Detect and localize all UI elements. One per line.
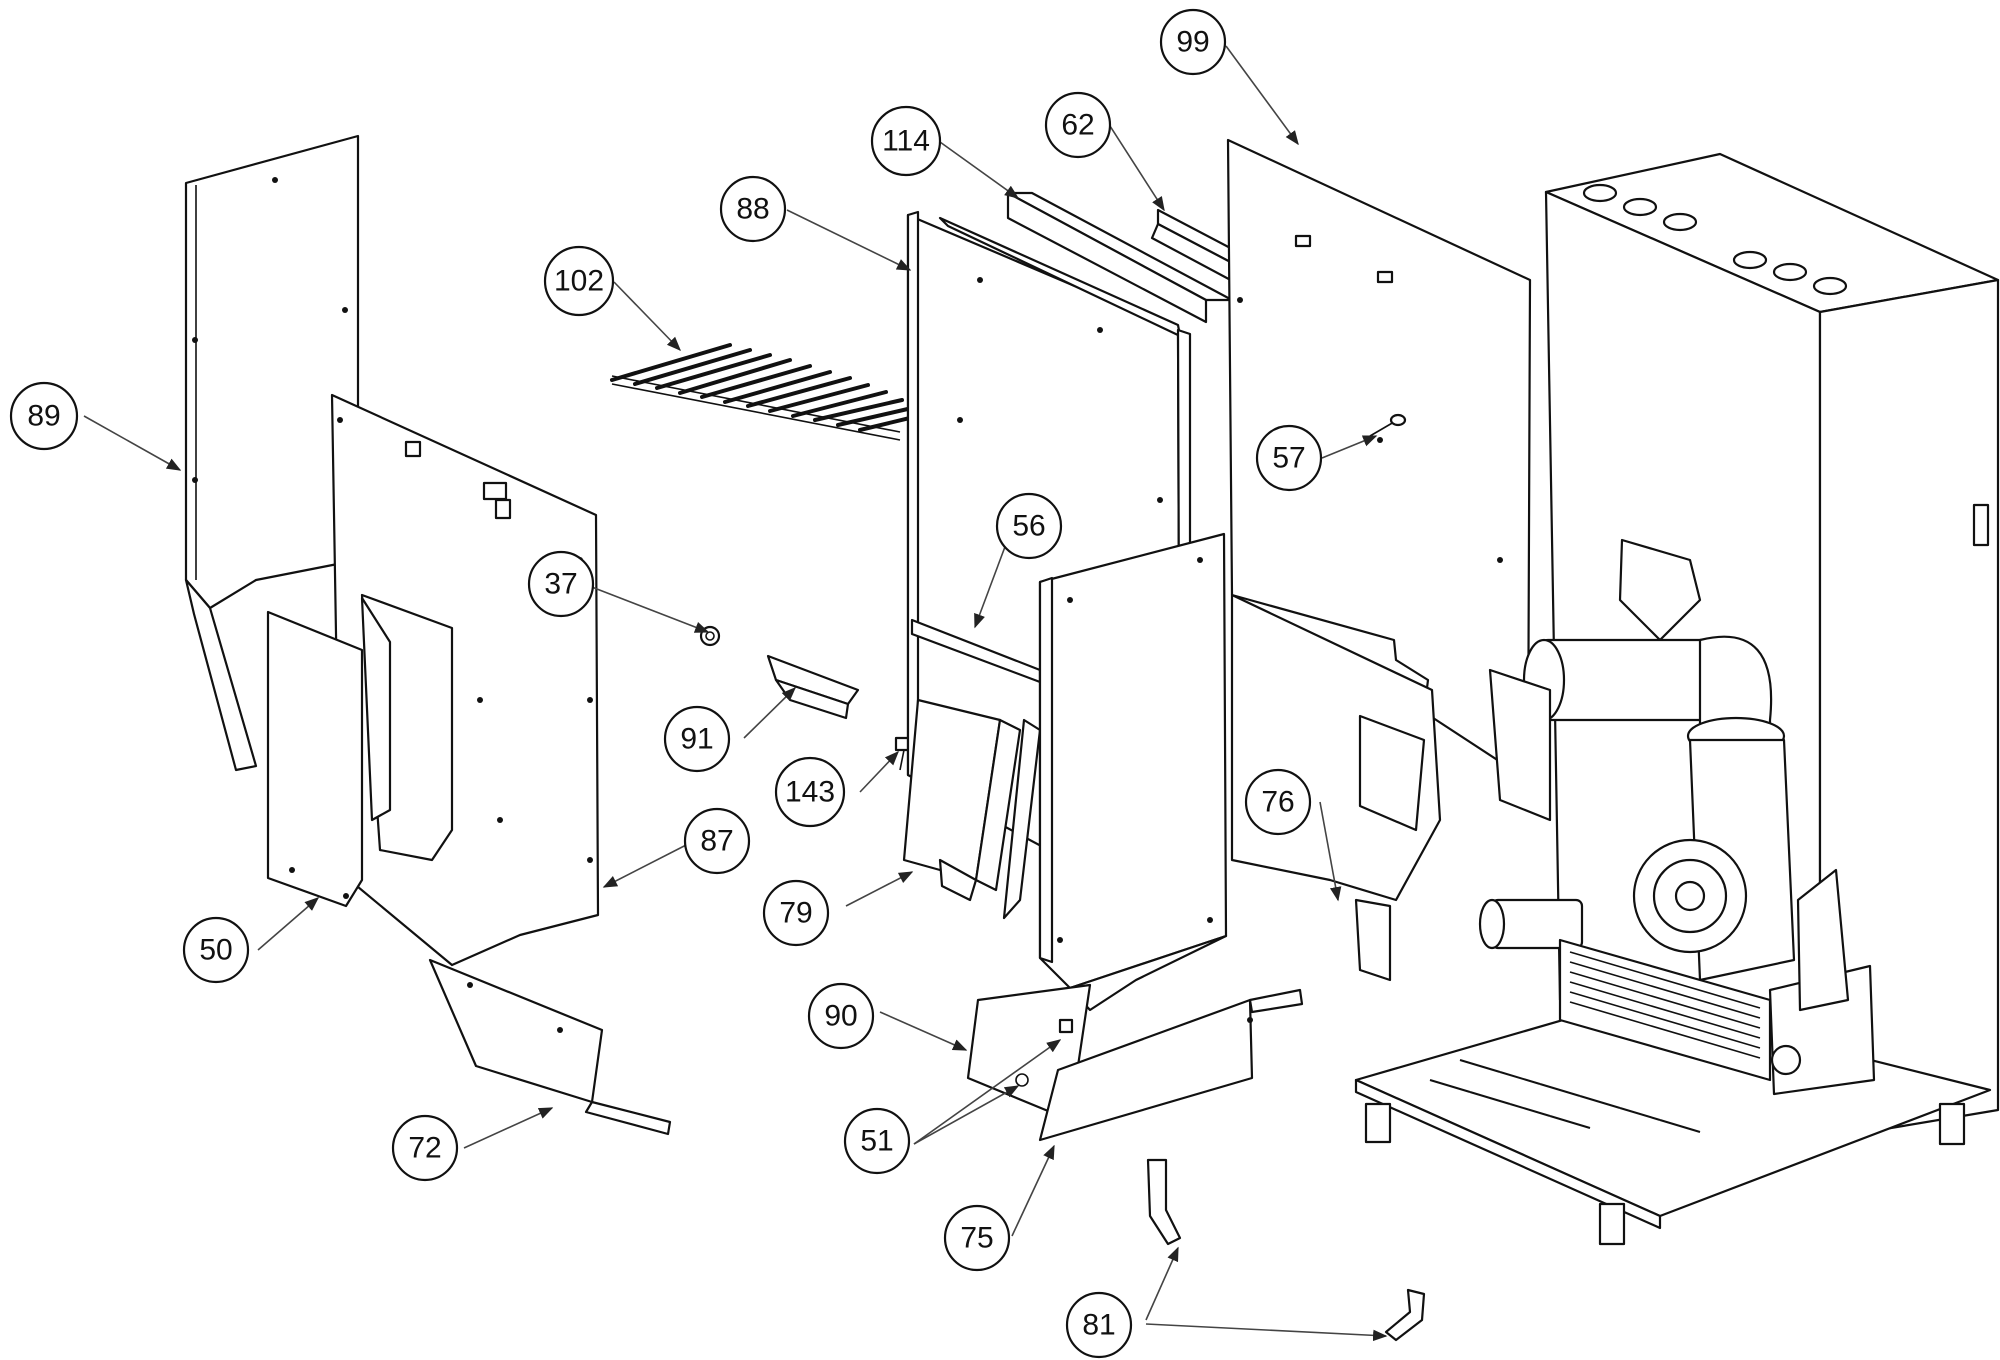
callout-88: 88	[719, 175, 787, 243]
part-102-grate	[610, 343, 920, 441]
part-50-deflector	[266, 596, 392, 908]
svg-text:81: 81	[1082, 1309, 1115, 1342]
callout-89: 89	[9, 381, 79, 451]
part-91-bracket	[766, 654, 860, 720]
part-57-sensor	[1369, 413, 1407, 437]
part-99-rear-wall	[1226, 138, 1532, 782]
svg-text:79: 79	[779, 897, 812, 930]
svg-text:91: 91	[680, 723, 713, 756]
svg-text:50: 50	[199, 934, 232, 967]
callout-51: 51	[843, 1107, 911, 1175]
callout-72: 72	[391, 1114, 459, 1182]
svg-text:56: 56	[1012, 510, 1045, 543]
svg-text:62: 62	[1061, 109, 1094, 142]
callout-114: 114	[870, 105, 942, 177]
svg-text:37: 37	[544, 568, 577, 601]
part-79-hopper-plate	[902, 698, 1042, 920]
callout-87: 87	[683, 807, 751, 875]
svg-text:102: 102	[554, 265, 604, 298]
callout-57: 57	[1255, 424, 1323, 492]
callout-102: 102	[543, 245, 615, 317]
callout-99: 99	[1159, 8, 1227, 76]
part-81-leg-bracket	[1146, 1158, 1426, 1342]
svg-text:51: 51	[860, 1125, 893, 1158]
part-143-screw	[894, 736, 912, 771]
part-75-base-plate	[1038, 988, 1304, 1142]
svg-text:99: 99	[1176, 26, 1209, 59]
svg-text:90: 90	[824, 1000, 857, 1033]
callout-76: 76	[1244, 768, 1312, 836]
callout-37: 37	[527, 550, 595, 618]
callout-90: 90	[807, 982, 875, 1050]
part-114-top-strip	[1006, 191, 1234, 324]
part-90-front-plate	[1038, 532, 1228, 1012]
callout-75: 75	[943, 1204, 1011, 1272]
part-89-side-panel	[184, 134, 360, 772]
svg-text:89: 89	[27, 400, 60, 433]
callout-56: 56	[995, 492, 1063, 560]
svg-text:76: 76	[1261, 786, 1294, 819]
svg-text:72: 72	[408, 1132, 441, 1165]
svg-text:88: 88	[736, 193, 769, 226]
callout-79: 79	[762, 879, 830, 947]
part-blower-assembly	[1478, 538, 1876, 1096]
svg-text:143: 143	[785, 776, 835, 809]
callout-91: 91	[663, 705, 731, 773]
svg-text:114: 114	[882, 125, 930, 158]
callout-81: 81	[1065, 1291, 1133, 1359]
callout-50: 50	[182, 916, 250, 984]
callout-143: 143	[774, 756, 846, 828]
callout-62: 62	[1044, 91, 1112, 159]
svg-text:87: 87	[700, 825, 733, 858]
svg-text:57: 57	[1272, 442, 1305, 475]
svg-text:75: 75	[960, 1222, 993, 1255]
part-72-bottom-tray	[428, 958, 672, 1136]
